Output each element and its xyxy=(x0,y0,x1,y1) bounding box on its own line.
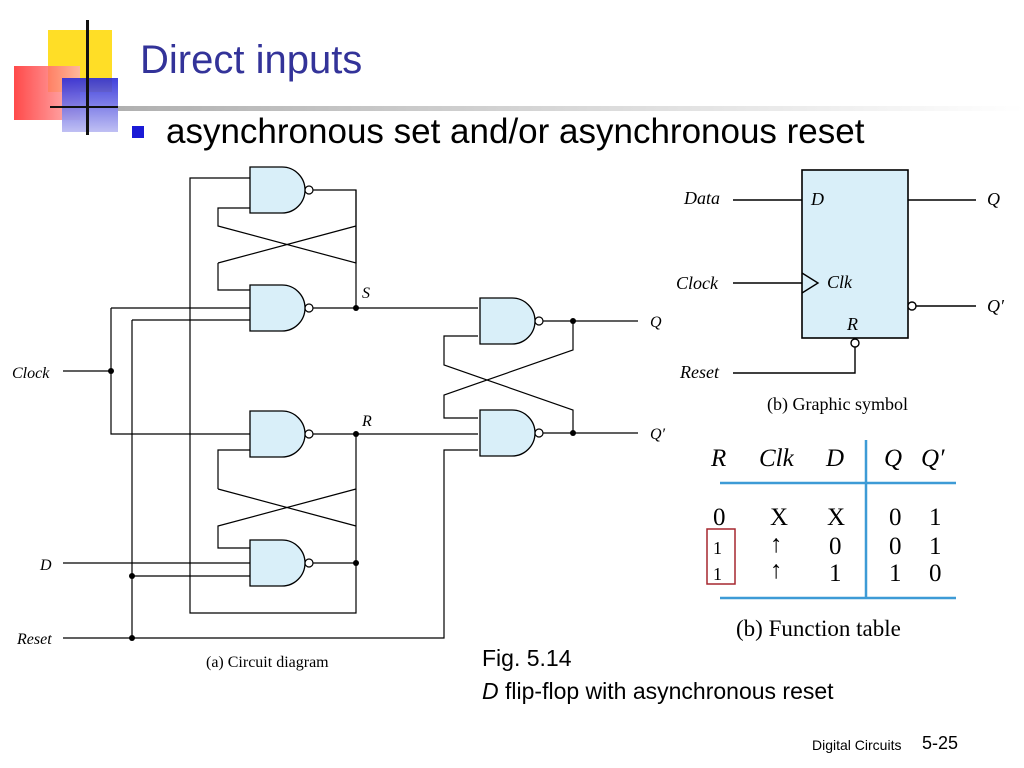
cell-r1-c1: ↑ xyxy=(770,531,783,558)
symbol-q-output: Q xyxy=(987,189,1000,209)
cell-r1-c0: 1 xyxy=(713,538,722,558)
footer-course: Digital Circuits xyxy=(812,737,902,753)
cell-r2-c4: 0 xyxy=(929,560,942,587)
figure-caption-italic: D xyxy=(482,678,499,704)
symbol-data-label: Data xyxy=(683,188,720,208)
cell-r2-c1: ↑ xyxy=(770,557,783,584)
symbol-reset-label: Reset xyxy=(679,362,720,382)
nand-gate-6 xyxy=(479,409,544,457)
circuit-diagram xyxy=(63,166,638,641)
function-table-header: R Clk D Q Q′ xyxy=(710,445,945,472)
nand-gate-5 xyxy=(479,297,544,345)
clock-label: Clock xyxy=(12,365,50,382)
cell-r2-c2: 1 xyxy=(829,560,842,587)
symbol-q-bar-output: Q′ xyxy=(987,296,1005,316)
function-table xyxy=(720,440,956,600)
header-clk: Clk xyxy=(759,445,795,472)
header-r: R xyxy=(710,445,726,472)
figure-number: Fig. 5.14 xyxy=(482,645,572,671)
circuit-labels: Clock D Reset S R Q Q′ xyxy=(12,285,666,648)
nand-gate-4 xyxy=(249,539,314,587)
nand-gate-1 xyxy=(249,166,314,214)
graphic-symbol xyxy=(733,169,976,374)
s-label: S xyxy=(362,285,370,302)
footer-page-number: 5-25 xyxy=(922,733,959,753)
function-table-body: 0 X X 0 1 1 ↑ 0 0 1 1 ↑ 1 1 0 xyxy=(713,504,942,587)
cell-r2-c0: 1 xyxy=(713,564,722,584)
nand-gate-2 xyxy=(249,284,314,332)
header-q: Q xyxy=(884,445,902,472)
header-d: D xyxy=(825,445,844,472)
highlight-box xyxy=(706,528,736,585)
symbol-pin-d: D xyxy=(810,189,824,209)
bullet-marker xyxy=(132,126,144,138)
cell-r0-c3: 0 xyxy=(889,504,902,531)
logo-decoration xyxy=(0,0,140,140)
bullet-text: asynchronous set and/or asynchronous res… xyxy=(166,112,865,151)
reset-label: Reset xyxy=(16,631,52,648)
d-label: D xyxy=(39,557,52,574)
symbol-clock-label: Clock xyxy=(676,273,719,293)
nand-gate-3 xyxy=(249,410,314,458)
cell-r1-c3: 0 xyxy=(889,533,902,560)
figure-caption: D flip-flop with asynchronous reset xyxy=(482,678,834,705)
figure-caption-text: flip-flop with asynchronous reset xyxy=(498,678,834,704)
slide-title: Direct inputs xyxy=(140,38,363,82)
header-q-bar: Q′ xyxy=(921,445,945,472)
symbol-labels: Data Clock Reset D Clk R Q Q′ xyxy=(676,188,1005,382)
cell-r0-c1: X xyxy=(770,504,788,531)
q-bar-label: Q′ xyxy=(650,426,666,443)
q-label: Q xyxy=(650,314,662,331)
symbol-pin-r: R xyxy=(846,314,858,334)
circuit-caption: (a) Circuit diagram xyxy=(206,654,329,671)
cell-r2-c3: 1 xyxy=(889,560,902,587)
cell-r0-c2: X xyxy=(827,504,845,531)
function-table-caption: (b) Function table xyxy=(736,616,901,641)
cell-r1-c4: 1 xyxy=(929,533,942,560)
symbol-pin-clk: Clk xyxy=(827,272,853,292)
title-underline xyxy=(118,106,1024,111)
cell-r1-c2: 0 xyxy=(829,533,842,560)
symbol-caption: (b) Graphic symbol xyxy=(767,394,908,415)
cell-r0-c0: 0 xyxy=(713,504,726,531)
cell-r0-c4: 1 xyxy=(929,504,942,531)
r-label: R xyxy=(361,413,372,430)
